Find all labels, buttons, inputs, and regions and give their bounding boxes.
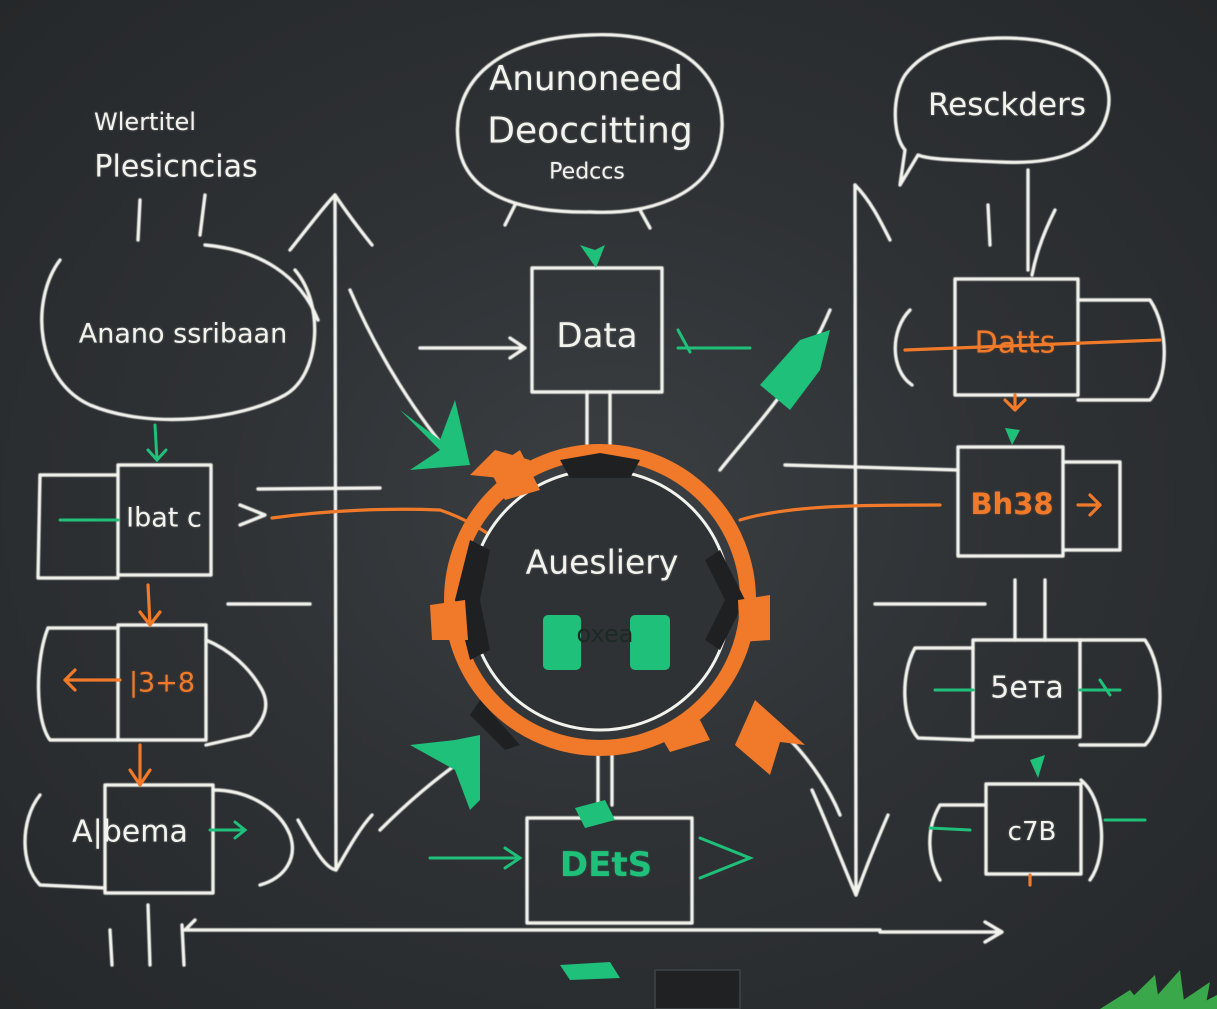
badge-right-block [630,615,670,670]
box-dets-label: DEtS [559,845,653,885]
green-arrow-icons [400,245,1045,980]
bubble-top-line-2: Deoccitting [487,110,693,152]
top-center-bubble [455,33,724,214]
bubble-left-label: Anano ssribaan [78,318,288,350]
note-line-1: Wlertitel [94,108,196,136]
right-box-1-label: Datts [974,325,1056,361]
gear-ring-icon [430,444,770,756]
right-box-2-label: Bh38 [970,487,1054,521]
plant-icon [1100,970,1217,1009]
left-bubble [40,258,317,422]
bubble-right-label: Resckders [927,87,1087,123]
bubble-top-line-3: Pedccs [549,159,625,185]
box-data-top [530,266,664,394]
right-box-3-label: 5eтa [990,670,1064,706]
right-box-4-label: c7B [1007,817,1057,847]
bubble-top-line-1: Anunoneed [489,59,683,99]
badge-left-block [543,615,581,670]
center-badge: oxea [576,620,634,648]
left-box-3-label: A|bema [72,814,188,850]
top-right-bubble [893,36,1111,187]
center-title: Auesliery [525,542,679,582]
note-line-2: Plesicncias [94,149,258,185]
left-box-1-label: Ibat c [126,502,202,534]
left-box-2-label: |3+8 [128,667,196,699]
box-data-label: Data [556,316,638,356]
